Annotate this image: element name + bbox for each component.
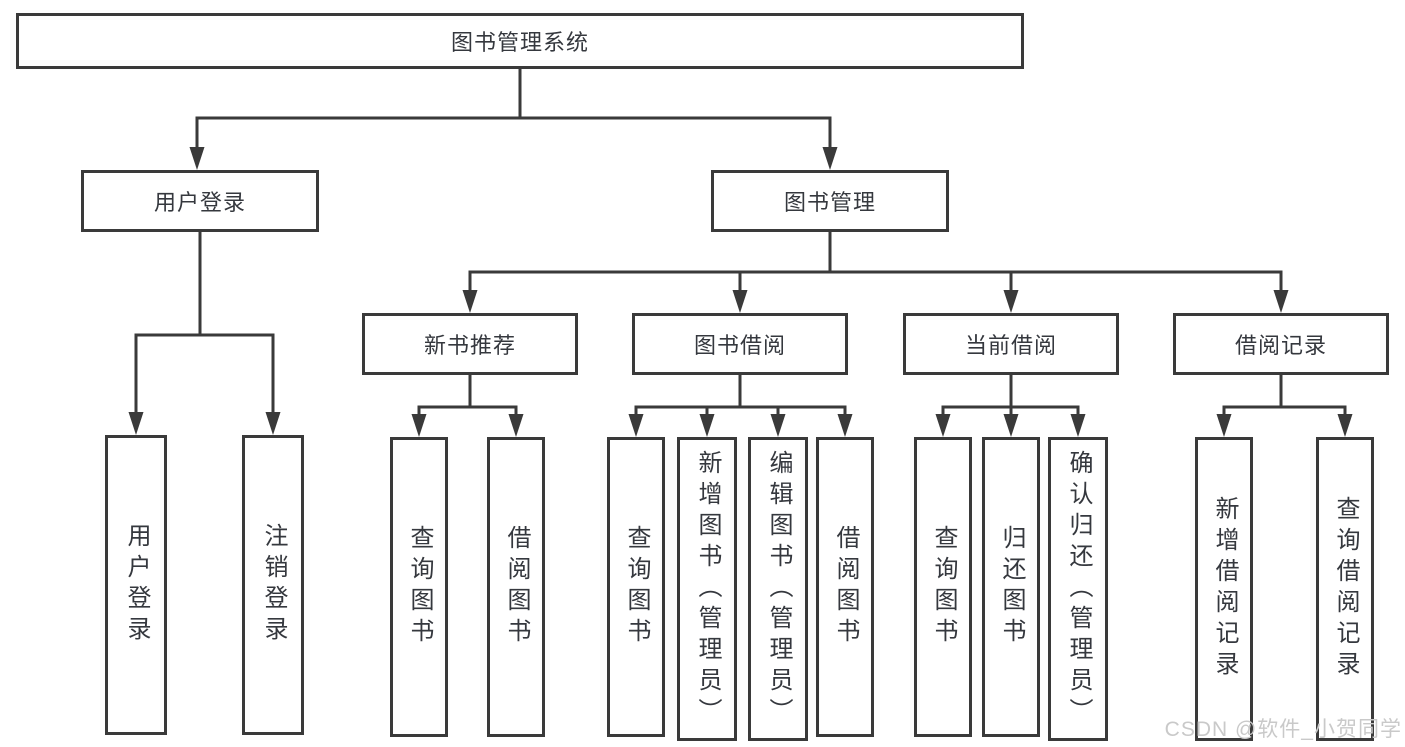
leaf-add-borrow-record: 新增借阅记录: [1195, 437, 1253, 741]
node-new-book-recommendation: 新书推荐: [362, 313, 578, 375]
leaf-query-borrow-record-label: 查询借阅记录: [1332, 496, 1359, 682]
leaf-query-borrow-record: 查询借阅记录: [1316, 437, 1374, 741]
leaf-logout: 注销登录: [242, 435, 304, 735]
leaf-return-books-label: 归还图书: [998, 525, 1025, 649]
leaf-return-books: 归还图书: [982, 437, 1040, 737]
node-book-management: 图书管理: [711, 170, 949, 232]
leaf-borrow-books-2-label: 借阅图书: [832, 525, 859, 649]
leaf-user-login: 用户登录: [105, 435, 167, 735]
leaf-confirm-return-admin: 确认归还（管理员）: [1048, 437, 1108, 741]
leaf-add-book-admin: 新增图书（管理员）: [677, 437, 737, 741]
leaf-query-books-1: 查询图书: [390, 437, 448, 737]
leaf-borrow-books-1-label: 借阅图书: [503, 525, 530, 649]
csdn-watermark: CSDN @软件_小贺同学: [1164, 718, 1402, 741]
leaf-borrow-books-2: 借阅图书: [816, 437, 874, 737]
node-borrowing-records: 借阅记录: [1173, 313, 1389, 375]
leaf-confirm-return-admin-label: 确认归还（管理员）: [1065, 449, 1092, 729]
arrowheads: [128, 147, 1353, 437]
leaf-query-books-3-label: 查询图书: [930, 525, 957, 649]
node-book-borrowing: 图书借阅: [632, 313, 848, 375]
node-library-management-system: 图书管理系统: [16, 13, 1024, 69]
leaf-query-books-1-label: 查询图书: [406, 525, 433, 649]
leaf-logout-label: 注销登录: [260, 523, 287, 647]
leaf-query-books-3: 查询图书: [914, 437, 972, 737]
leaf-add-borrow-record-label: 新增借阅记录: [1211, 496, 1238, 682]
leaf-borrow-books-1: 借阅图书: [487, 437, 545, 737]
leaf-query-books-2: 查询图书: [607, 437, 665, 737]
leaf-user-login-label: 用户登录: [123, 523, 150, 647]
leaf-add-book-admin-label: 新增图书（管理员）: [694, 449, 721, 729]
leaf-edit-book-admin-label: 编辑图书（管理员）: [765, 449, 792, 729]
node-current-borrowing: 当前借阅: [903, 313, 1119, 375]
leaf-edit-book-admin: 编辑图书（管理员）: [748, 437, 808, 741]
leaf-query-books-2-label: 查询图书: [623, 525, 650, 649]
node-user-login: 用户登录: [81, 170, 319, 232]
